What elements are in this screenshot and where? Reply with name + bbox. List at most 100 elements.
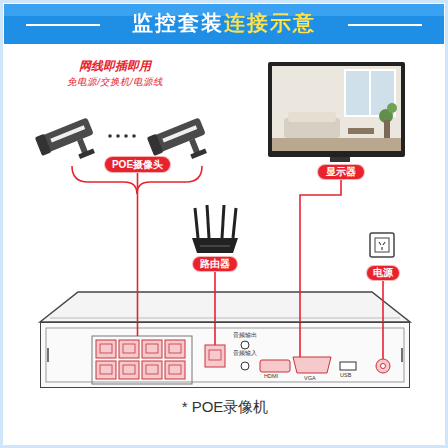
socket-icon-part	[375, 238, 389, 252]
camera-icon	[35, 116, 101, 171]
recorder-body	[40, 292, 410, 388]
monitor-icon-part	[387, 103, 397, 113]
poe-port-group-part-part	[123, 365, 135, 374]
recorder-body-part	[50, 318, 400, 319]
monitor-icon-part	[384, 120, 390, 138]
ellipsis-dots	[108, 134, 136, 138]
poe-port-group-part-part	[119, 340, 139, 358]
rear-ports-part	[381, 364, 386, 369]
node-label: 显示器	[326, 167, 356, 177]
device-tag: 电源	[367, 266, 399, 280]
feature-note: 网线即插即用	[79, 60, 151, 72]
router-icon-part	[222, 205, 224, 238]
camera-icon-part	[190, 148, 207, 159]
ellipsis-dots-part	[124, 134, 128, 138]
poe-port-group-part-part	[123, 344, 135, 353]
poe-port-group-part-part	[119, 361, 139, 379]
camera-icon-part	[35, 134, 52, 156]
poe-port-group-part-part	[142, 340, 162, 358]
monitor-icon-part	[369, 70, 371, 116]
monitor-icon-part	[288, 112, 336, 122]
port-wire-stub-part	[299, 322, 301, 357]
socket-icon	[370, 233, 394, 257]
rear-ports-part	[205, 345, 225, 367]
socket-icon-part	[383, 242, 385, 245]
port-label: VGA	[304, 376, 316, 382]
poe-port-group-part-part	[169, 365, 181, 374]
ellipsis-dots-part	[132, 134, 136, 138]
rear-ports-part	[241, 341, 249, 349]
connector-wire	[137, 172, 139, 322]
port-label: USB	[340, 373, 351, 379]
rear-ports-part	[293, 357, 331, 373]
poe-port-group-part	[100, 344, 181, 374]
monitor-icon-part	[330, 157, 350, 162]
rear-ports-part	[340, 362, 356, 370]
recorder-body-part	[40, 322, 410, 388]
rear-ports	[205, 341, 390, 373]
port-wire-stub	[138, 322, 384, 359]
recorder-body-part	[47, 348, 49, 362]
rear-ports-part	[376, 359, 390, 373]
connector-wire	[382, 280, 384, 322]
connector-wire	[300, 179, 341, 322]
header-band-part	[348, 24, 422, 26]
poe-port-group-part	[96, 340, 185, 379]
node-label: * POE录像机	[41, 399, 409, 416]
recorder-body-part	[40, 292, 410, 322]
recorder-panel: * POE录像机	[40, 322, 410, 388]
device-tag: 显示器	[318, 165, 364, 179]
router-icon	[192, 205, 238, 253]
rear-ports-part	[260, 360, 290, 372]
port-label: HDMI	[264, 374, 278, 380]
ellipsis-dots-part	[108, 134, 112, 138]
camera-icon-part	[147, 134, 164, 156]
socket-icon-part	[381, 247, 382, 250]
monitor-icon	[268, 62, 405, 162]
router-icon-part	[200, 246, 230, 247]
header-band-part	[4, 4, 444, 44]
poe-port-group-part-part	[96, 340, 116, 358]
poe-port-group-part-part	[169, 344, 181, 353]
recorder-body-part	[401, 348, 403, 362]
router-icon-part	[207, 205, 209, 238]
poe-port-group-part-part	[100, 344, 112, 353]
socket-icon-part	[379, 242, 381, 245]
connector-wire	[214, 271, 216, 322]
port-wire-stub-part	[214, 322, 216, 345]
device-tag: POE摄像头	[105, 157, 170, 172]
monitor-icon-part	[348, 128, 374, 134]
poe-port-group-part-part	[146, 365, 158, 374]
camera-icon-part	[78, 148, 95, 159]
poe-port-group-part-part	[142, 361, 162, 379]
title-row: 监控套装连接示意	[0, 11, 448, 34]
rear-ports-part	[241, 362, 249, 370]
header-band-part	[26, 24, 100, 26]
node-label: 路由器	[200, 259, 230, 269]
poe-port-group	[92, 336, 192, 384]
rear-ports-part	[209, 350, 221, 360]
poe-port-group-part-part	[96, 361, 116, 379]
node-label: POE摄像头	[112, 160, 163, 170]
poe-port-group-part-part	[165, 340, 185, 358]
router-icon-part	[192, 238, 238, 253]
monitor-icon-part	[272, 66, 401, 151]
socket-icon-part	[370, 233, 394, 257]
feature-note: 免电源/交换机/电源线	[67, 77, 162, 87]
port-label: 音频输入	[233, 351, 257, 357]
poe-port-group-part-part	[100, 365, 112, 374]
router-icon-part	[233, 208, 236, 238]
poe-port-group-part-part	[146, 344, 158, 353]
monitor-icon-part	[272, 138, 401, 151]
monitor-icon-part	[268, 62, 405, 157]
router-icon-part	[195, 208, 198, 238]
diagram-title: 监控套装连接示意	[132, 11, 316, 34]
port-label: 音频输出	[233, 333, 257, 339]
device-tag: 路由器	[193, 257, 237, 271]
header-band	[4, 4, 444, 44]
port-wire-stub-part	[382, 322, 384, 359]
